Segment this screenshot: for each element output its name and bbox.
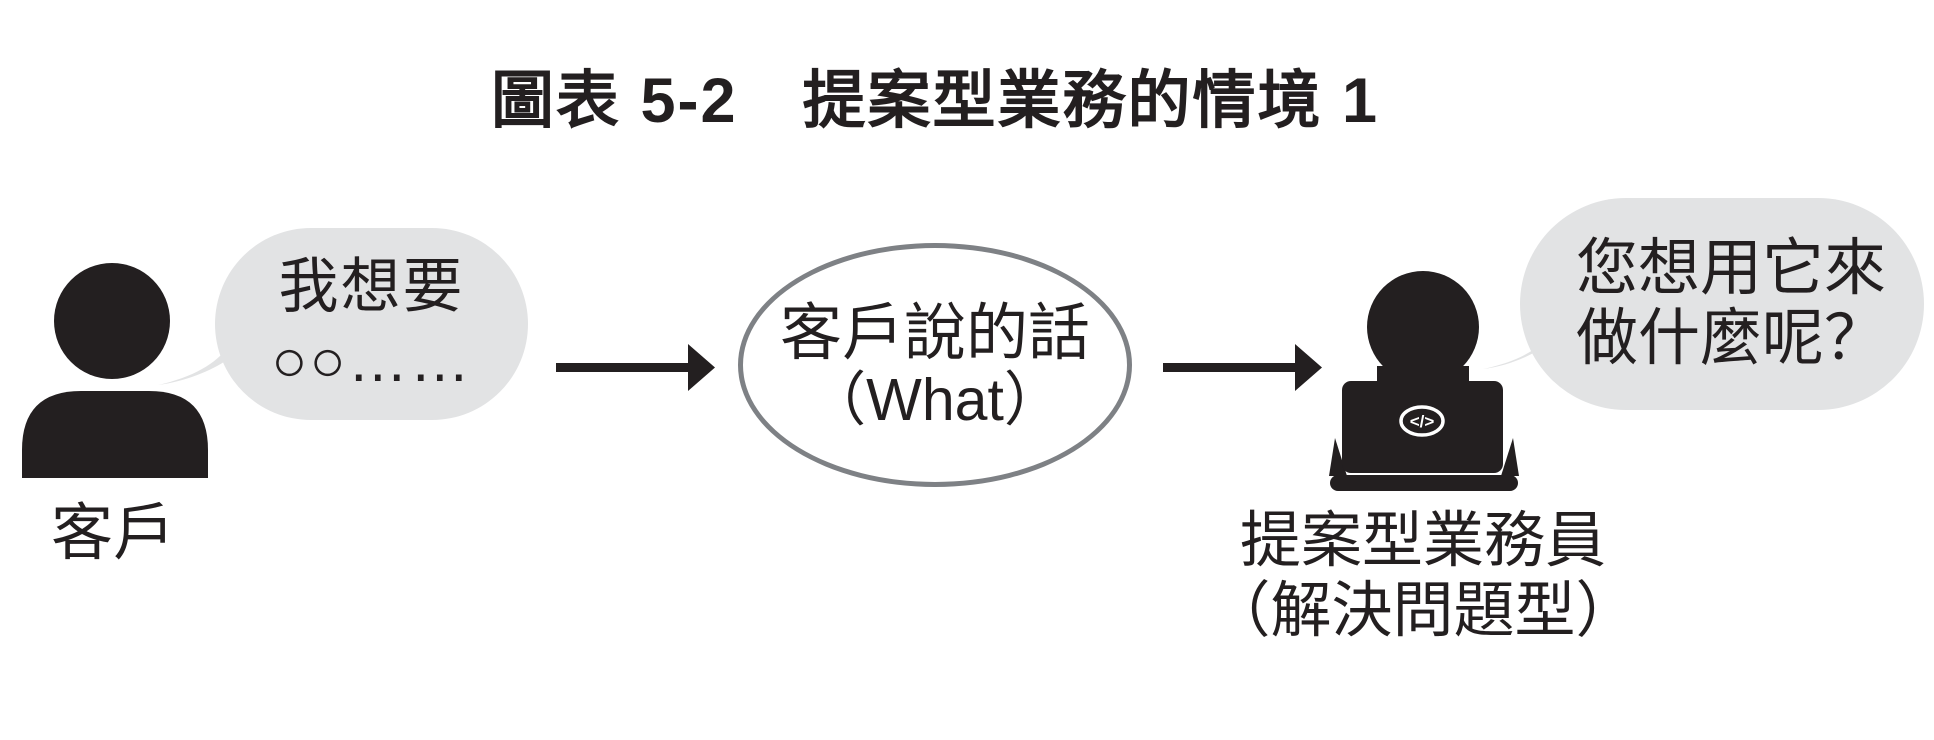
salesperson-bubble-line1: 您想用它來	[1576, 234, 1887, 303]
arrow-right-icon-2	[1163, 344, 1322, 391]
salesperson-label-line1: 提案型業務員	[1239, 506, 1606, 574]
customer-bubble-line2: ○○……	[271, 327, 472, 394]
laptop-base	[1330, 475, 1518, 491]
salesperson-right-arm	[1501, 438, 1519, 476]
salesperson-bubble-line2: 做什麼呢？	[1576, 304, 1887, 373]
salesperson-label-line2: （解決問題型）	[1209, 576, 1637, 644]
figure-title: 圖表 5-2 提案型業務的情境 1	[490, 66, 1380, 136]
salesperson-head	[1367, 271, 1479, 383]
what-ellipse-line1: 客戶說的話	[779, 299, 1090, 368]
customer-label: 客戶	[50, 499, 175, 568]
what-ellipse-line2: （What）	[807, 367, 1063, 433]
arrow-right-icon-1	[556, 344, 715, 391]
salesperson-speech-bubble: 您想用它來 做什麼呢？	[1520, 198, 1924, 410]
customer-bubble-line1: 我想要	[278, 253, 465, 320]
what-ellipse-node: 客戶說的話 （What）	[738, 243, 1132, 487]
customer-speech-bubble: 我想要 ○○……	[215, 228, 528, 420]
customer-body	[22, 391, 208, 478]
salesperson-label: 提案型業務員 （解決問題型）	[1193, 505, 1653, 645]
customer-icon	[22, 263, 208, 478]
code-logo-icon: </>	[1410, 412, 1435, 431]
laptop-screen	[1342, 381, 1503, 473]
customer-head	[54, 263, 170, 379]
customer-bubble-tail	[158, 338, 237, 385]
laptop-logo-ellipse	[1399, 405, 1445, 437]
salesperson-laptop-icon: </>	[1329, 271, 1519, 491]
